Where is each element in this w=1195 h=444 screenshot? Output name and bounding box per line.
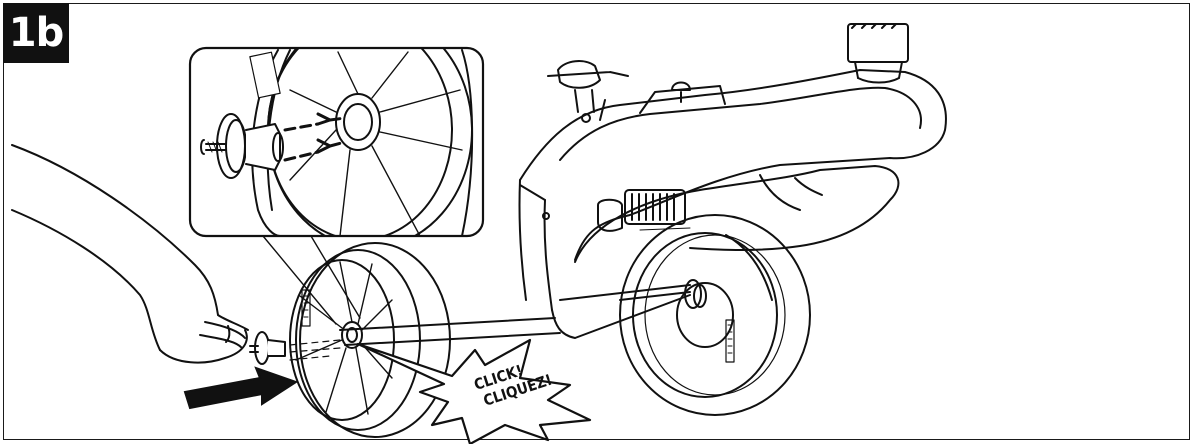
hand-inserting-pin [11, 144, 341, 365]
front-wheel [289, 242, 451, 438]
step-number-badge: 1b [3, 3, 69, 63]
rear-wheel [619, 214, 811, 416]
detail-inset [188, 46, 485, 325]
push-arrow [183, 366, 299, 410]
click-callout-starburst [356, 338, 592, 444]
stroller-frame [339, 23, 947, 346]
